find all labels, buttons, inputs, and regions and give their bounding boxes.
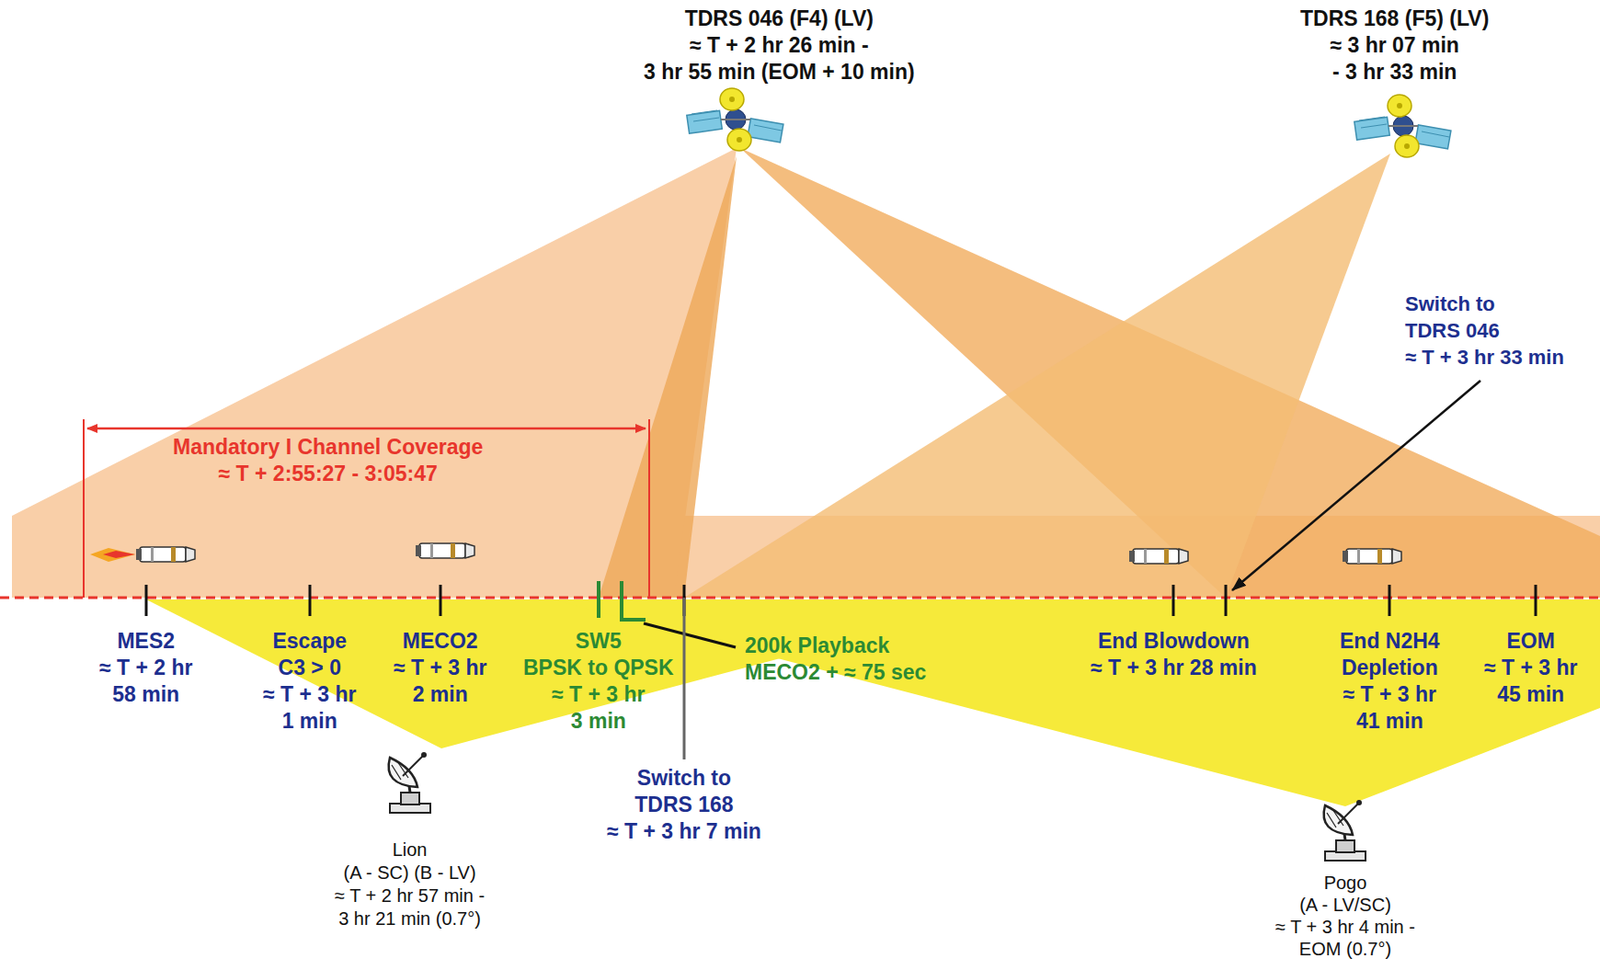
event-label: MES2 ≈ T + 2 hr 58 min xyxy=(99,628,193,709)
switch-note: Switch to TDRS 168 ≈ T + 3 hr 7 min xyxy=(606,765,762,846)
event-label: Escape C3 > 0 ≈ T + 3 hr 1 min xyxy=(262,628,356,735)
ground-station-label: Pogo (A - LV/SC) ≈ T + 3 hr 4 min - EOM … xyxy=(1275,871,1416,960)
event-label: EOM ≈ T + 3 hr 45 min xyxy=(1484,628,1578,709)
event-label: MECO2 ≈ T + 3 hr 2 min xyxy=(393,628,487,709)
satellite-label: TDRS 046 (F4) (LV) ≈ T + 2 hr 26 min - 3… xyxy=(643,5,915,86)
satellite-label: TDRS 168 (F5) (LV) ≈ 3 hr 07 min - 3 hr … xyxy=(1300,5,1489,86)
event-label: SW5 BPSK to QPSK ≈ T + 3 hr 3 min xyxy=(523,628,675,735)
switch-note: Switch to TDRS 046 ≈ T + 3 hr 33 min xyxy=(1405,290,1565,371)
event-label: End Blowdown ≈ T + 3 hr 28 min xyxy=(1090,628,1258,682)
playback-note: 200k Playback MECO2 + ≈ 75 sec xyxy=(744,632,926,686)
coverage-label: Mandatory I Channel Coverage ≈ T + 2:55:… xyxy=(172,434,483,488)
event-label: End N2H4 Depletion ≈ T + 3 hr 41 min xyxy=(1339,628,1440,735)
ground-station-label: Lion (A - SC) (B - LV) ≈ T + 2 hr 57 min… xyxy=(334,838,485,931)
